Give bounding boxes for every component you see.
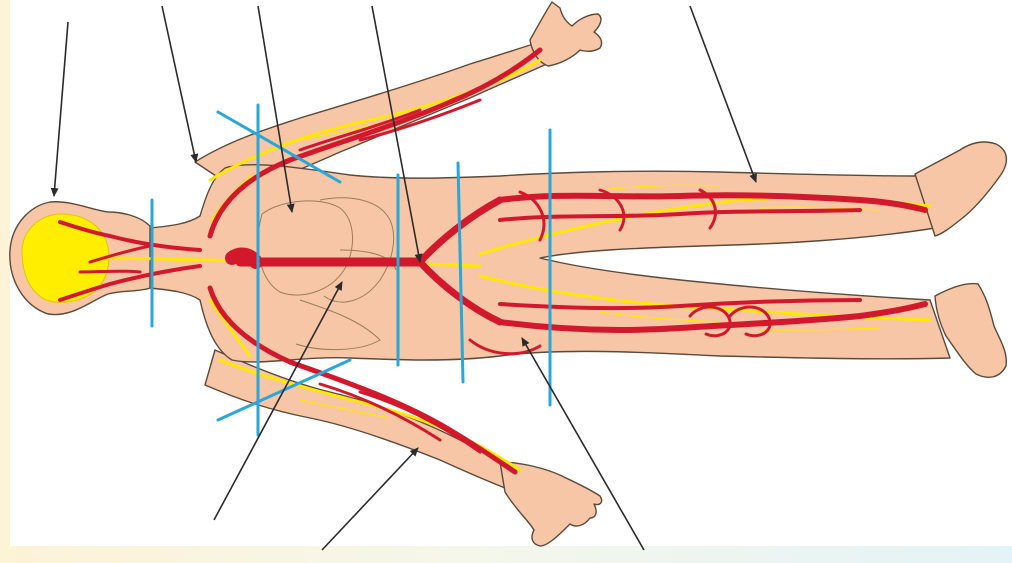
- pointer-1: [54, 22, 68, 196]
- pointer-5: [690, 6, 756, 182]
- lower-foot: [935, 284, 1006, 378]
- pointer-2: [162, 6, 196, 162]
- pointer-7: [322, 448, 418, 550]
- lower-hand: [500, 462, 602, 546]
- upper-hand: [530, 2, 602, 66]
